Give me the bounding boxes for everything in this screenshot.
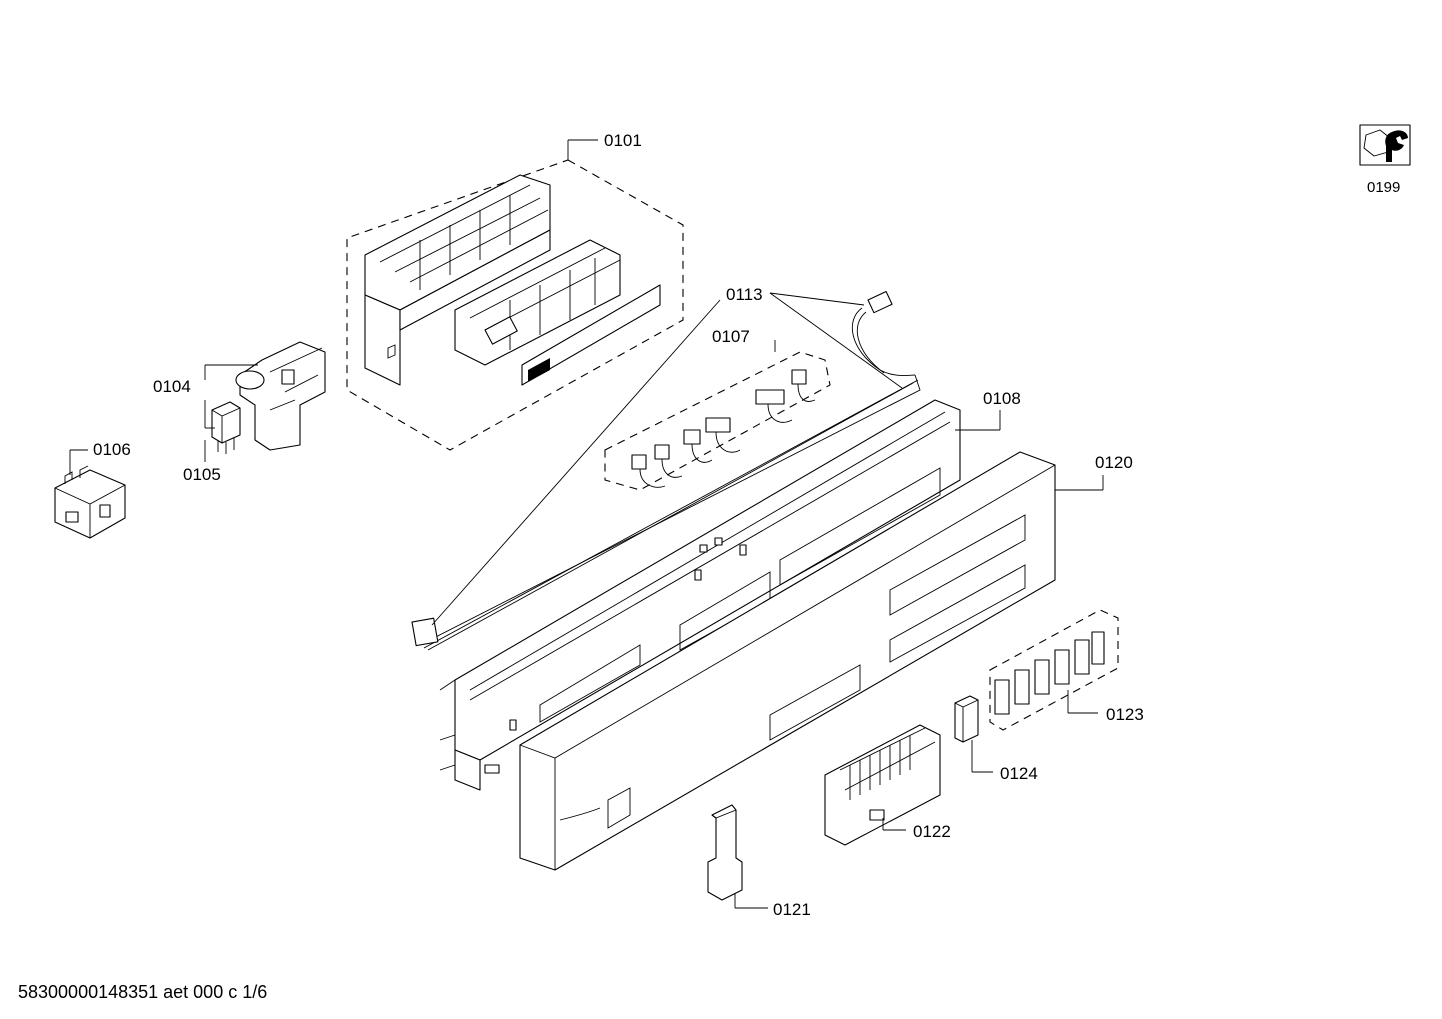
part-0123-key-switch-set[interactable] [989, 609, 1119, 731]
label-0108: 0108 [983, 389, 1021, 408]
label-0107: 0107 [712, 327, 750, 346]
label-0199: 0199 [1367, 179, 1400, 196]
part-0113-cable-harness[interactable] [411, 290, 921, 651]
part-0124-key-switch[interactable] [954, 695, 979, 743]
wrench-nut-icon[interactable] [1359, 124, 1411, 166]
part-0121-light-guide[interactable] [707, 804, 743, 901]
label-0105: 0105 [183, 465, 221, 484]
part-0106-main-switch[interactable] [54, 465, 126, 539]
part-0120-control-panel-fascia[interactable] [519, 451, 1056, 871]
label-0123: 0123 [1106, 705, 1144, 724]
part-0101-electronic-module[interactable] [346, 159, 684, 451]
part-0108-panel-frame[interactable] [439, 399, 961, 791]
label-0120: 0120 [1095, 453, 1133, 472]
label-0106: 0106 [93, 440, 131, 459]
document-id: 58300000148351 aet 000 c 1/6 [18, 982, 267, 1002]
label-0101: 0101 [604, 131, 642, 150]
part-0105-capacitor[interactable] [211, 401, 241, 454]
part-0122-button-bar[interactable] [824, 724, 941, 846]
label-0124: 0124 [1000, 764, 1038, 783]
part-0104-switch[interactable] [235, 341, 326, 451]
label-0104: 0104 [153, 377, 191, 396]
part-0107-connector-set[interactable] [604, 351, 831, 491]
label-0113: 0113 [726, 285, 763, 304]
label-0122: 0122 [913, 822, 951, 841]
label-0121: 0121 [773, 900, 811, 919]
